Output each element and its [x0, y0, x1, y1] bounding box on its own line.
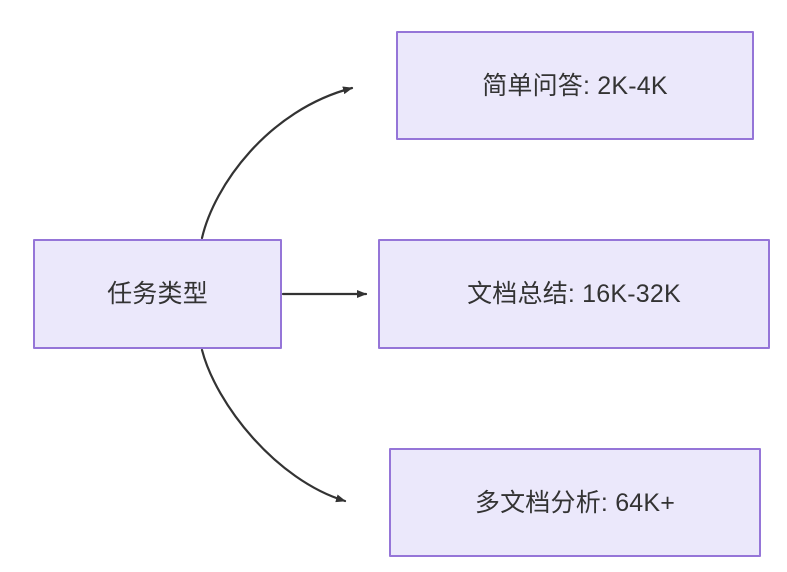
node-task-type-label: 任务类型: [107, 280, 208, 308]
edge-root-to-multi: [200, 348, 347, 503]
node-simple-qa-label: 简单问答: 2K-4K: [482, 71, 668, 100]
node-task-type[interactable]: 任务类型: [33, 239, 282, 349]
node-document-summary-label: 文档总结: 16K-32K: [467, 280, 681, 308]
node-multi-document-analysis-label: 多文档分析: 64K+: [474, 488, 676, 517]
node-simple-qa[interactable]: 简单问答: 2K-4K: [396, 31, 754, 140]
node-multi-document-analysis[interactable]: 多文档分析: 64K+: [389, 448, 761, 557]
edge-root-to-simple: [200, 86, 354, 240]
node-document-summary[interactable]: 文档总结: 16K-32K: [378, 239, 770, 349]
